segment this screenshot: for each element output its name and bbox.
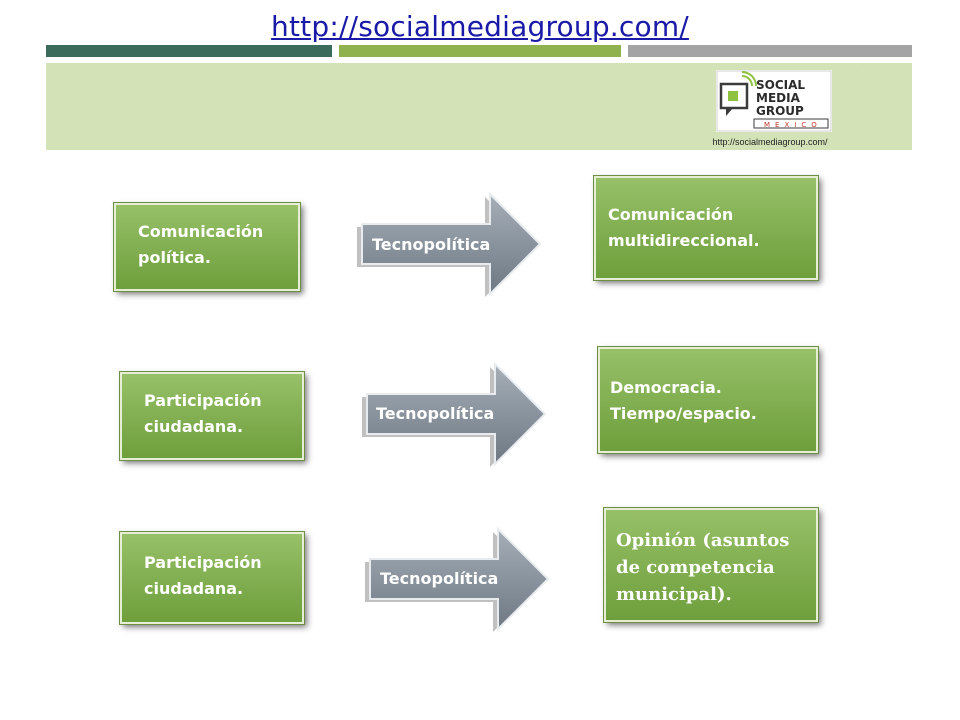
arrow-label-tecnopolitica: Tecnopolítica (372, 235, 491, 254)
arrow-right-icon (365, 526, 550, 632)
site-url-title[interactable]: http://socialmediagroup.com/ (271, 10, 689, 43)
arrow-right-icon (357, 191, 542, 297)
logo-text-media: MEDIA (756, 91, 801, 105)
arrow-right-icon (362, 361, 547, 467)
right-box-label: Comunicación multidireccional. (608, 205, 760, 250)
left-box-comunicacion-politica: Comunicación política. (114, 203, 300, 291)
right-box-comunicacion-multidireccional: Comunicación multidireccional. (594, 176, 818, 280)
speech-bubble-icon (719, 71, 757, 116)
right-box-democracia-tiempo-espacio: Democracia. Tiempo/espacio. (598, 347, 818, 453)
logo-graphic: SOCIAL MEDIA GROUP MEXICO (716, 70, 832, 132)
banner-faint-mark: · · · (853, 69, 860, 74)
header-bar-green (339, 45, 621, 57)
header-bar-dark (46, 45, 332, 57)
logo-text-group: GROUP (756, 104, 804, 118)
right-box-label: Opinión (asuntos de competencia municipa… (616, 530, 790, 605)
header-bar-gray (628, 45, 912, 57)
arrow-label-tecnopolitica: Tecnopolítica (380, 569, 499, 588)
left-box-label: Participación ciudadana. (144, 391, 262, 436)
arrow-label-tecnopolitica: Tecnopolítica (376, 404, 495, 423)
left-box-participacion-ciudadana: Participación ciudadana. (120, 372, 304, 460)
left-box-participacion-ciudadana-2: Participación ciudadana. (120, 532, 304, 624)
logo-text-mexico: MEXICO (764, 121, 822, 129)
left-box-label: Comunicación política. (138, 222, 264, 267)
right-box-opinion-asuntos-municipales: Opinión (asuntos de competencia municipa… (604, 508, 818, 622)
right-box-label: Democracia. Tiempo/espacio. (610, 378, 757, 423)
social-media-group-logo: SOCIAL MEDIA GROUP MEXICO (716, 70, 832, 132)
logo-caption-url[interactable]: http://socialmediagroup.com/ (712, 137, 828, 147)
left-box-label: Participación ciudadana. (144, 553, 262, 598)
logo-text-social: SOCIAL (756, 78, 805, 92)
